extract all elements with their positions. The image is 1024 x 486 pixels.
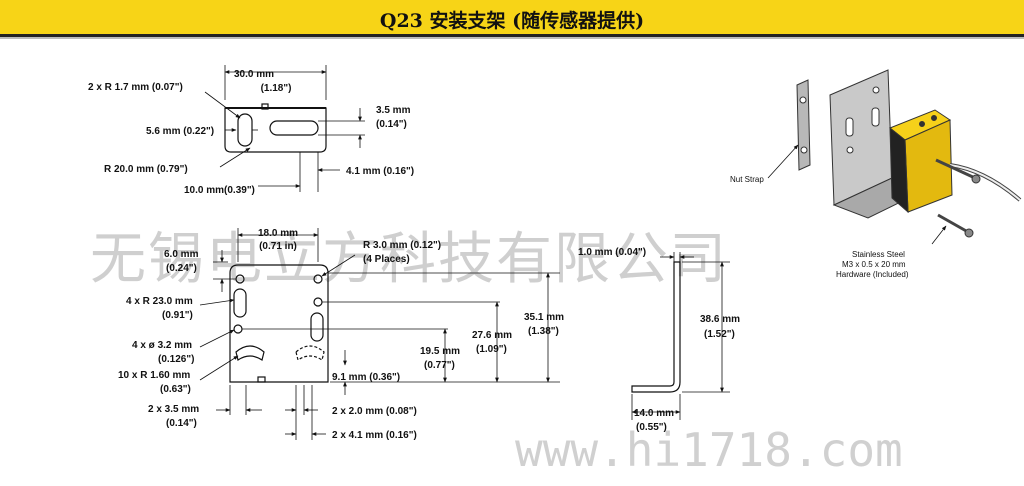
dim-bottom-c: 2 x 4.1 mm (0.16") xyxy=(332,430,417,441)
dim-h1: 19.5 mm xyxy=(420,346,460,357)
front-slot-left xyxy=(233,288,247,318)
header-divider xyxy=(0,37,1024,39)
top-slot-horizontal xyxy=(269,120,319,136)
dim-foot: 14.0 mm xyxy=(634,408,674,419)
dim-h3: 35.1 mm xyxy=(524,312,564,323)
dim-side-height: 38.6 mm xyxy=(700,314,740,325)
dim-h2-in: (1.09") xyxy=(476,344,507,355)
dim-bottom-a-in: (0.14") xyxy=(166,418,197,429)
iso-view xyxy=(767,69,1022,245)
dim-slot-h-in: (0.14") xyxy=(376,119,407,130)
dim-d1: 9.1 mm (0.36") xyxy=(332,372,400,383)
dim-edge: 6.0 mm xyxy=(164,249,199,260)
front-arc-slot-right xyxy=(295,345,325,361)
dim-slot-w: 5.6 mm (0.22") xyxy=(146,126,214,137)
dim-foot-in: (0.55") xyxy=(636,422,667,433)
watermark-url: www.hi1718.com xyxy=(515,423,903,477)
dim-slot-h: 3.5 mm xyxy=(376,105,411,116)
front-hole-mr xyxy=(313,297,323,307)
dim-bottom-a: 2 x 3.5 mm xyxy=(148,404,199,415)
watermark-company: 无锡电立方科技有限公司 xyxy=(90,227,728,292)
sensor-lens xyxy=(889,126,909,214)
side-view-profile xyxy=(631,261,681,393)
dim-arc-r: 4 x R 23.0 mm xyxy=(126,296,193,307)
nut-strap xyxy=(796,79,811,171)
label-hardware-2: M3 x 0.5 x 20 mm xyxy=(842,260,906,269)
page-header: Q23 安装支架 (随传感器提供) xyxy=(0,0,1024,37)
dim-small-r: 10 x R 1.60 mm xyxy=(118,370,190,381)
top-view xyxy=(204,65,365,192)
dim-hole-d-in: (0.126") xyxy=(158,354,194,365)
dim-small-r-in: (0.63") xyxy=(160,384,191,395)
dim-offset-b: 4.1 mm (0.16") xyxy=(346,166,414,177)
dim-h3-in: (1.38") xyxy=(528,326,559,337)
front-hole-tr xyxy=(313,274,323,284)
dim-hole-spacing-in: (0.71 in) xyxy=(259,241,297,252)
dim-edge-in: (0.24") xyxy=(166,263,197,274)
dim-width-in: (1.18") xyxy=(261,83,292,94)
dim-hole-spacing: 18.0 mm xyxy=(258,228,298,239)
dim-arc-r-in: (0.91") xyxy=(162,310,193,321)
dim-thickness: 1.0 mm (0.04") xyxy=(578,247,646,258)
dim-hole-d: 4 x ø 3.2 mm xyxy=(132,340,192,351)
front-view-outline xyxy=(229,264,329,383)
dim-slot-radius: 2 x R 1.7 mm (0.07") xyxy=(88,82,183,93)
dim-bottom-b: 2 x 2.0 mm (0.08") xyxy=(332,406,417,417)
dim-arc-radius: R 20.0 mm (0.79") xyxy=(104,164,188,175)
dim-h1-in: (0.77") xyxy=(424,360,455,371)
label-hardware-3: Hardware (Included) xyxy=(836,270,909,279)
top-view-outline xyxy=(224,107,327,153)
screw-bottom xyxy=(937,213,969,234)
label-hardware-1: Stainless Steel xyxy=(852,250,905,259)
dim-corner-r-note: (4 Places) xyxy=(363,254,410,265)
front-slot-right xyxy=(310,312,324,342)
dim-width: 30.0 mm xyxy=(234,69,274,80)
dim-h2: 27.6 mm xyxy=(472,330,512,341)
front-view xyxy=(199,228,560,440)
top-slot-vertical xyxy=(237,113,253,147)
dim-side-height-in: (1.52") xyxy=(704,329,735,340)
front-arc-slot-left xyxy=(235,345,265,361)
page-title: Q23 安装支架 (随传感器提供) xyxy=(379,10,645,32)
label-nut-strap: Nut Strap xyxy=(730,175,764,184)
screw-top xyxy=(935,158,976,180)
dim-corner-r: R 3.0 mm (0.12") xyxy=(363,240,441,251)
dim-offset-a: 10.0 mm(0.39") xyxy=(184,185,255,196)
side-view xyxy=(631,252,730,420)
front-hole-ml xyxy=(233,324,243,334)
